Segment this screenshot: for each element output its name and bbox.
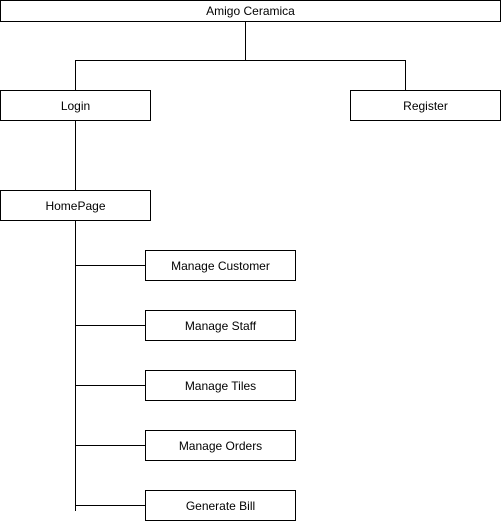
- node-manage-orders[interactable]: Manage Orders: [145, 430, 296, 461]
- connector-login-to-home: [75, 120, 76, 191]
- node-generate-bill[interactable]: Generate Bill: [145, 490, 296, 521]
- node-login[interactable]: Login: [0, 90, 151, 121]
- node-label: Manage Tiles: [184, 378, 257, 393]
- node-label: HomePage: [45, 198, 106, 213]
- node-register[interactable]: Register: [350, 90, 501, 121]
- connector-to-child-4: [75, 445, 146, 446]
- connector-root-branch: [75, 60, 406, 61]
- node-label: Manage Customer: [171, 258, 270, 273]
- node-manage-customer[interactable]: Manage Customer: [145, 250, 296, 281]
- connector-to-child-3: [75, 385, 146, 386]
- node-label: Amigo Ceramica: [206, 4, 295, 18]
- connector-root-down: [245, 21, 246, 61]
- node-manage-tiles[interactable]: Manage Tiles: [145, 370, 296, 401]
- node-label: Manage Staff: [184, 318, 257, 333]
- node-homepage[interactable]: HomePage: [0, 190, 151, 221]
- node-label: Login: [60, 98, 91, 113]
- connector-home-trunk: [75, 220, 76, 511]
- connector-to-child-2: [75, 325, 146, 326]
- connector-to-child-5: [75, 505, 146, 506]
- node-label: Manage Orders: [178, 438, 263, 453]
- node-manage-staff[interactable]: Manage Staff: [145, 310, 296, 341]
- connector-to-register: [405, 60, 406, 91]
- node-amigo-ceramica[interactable]: Amigo Ceramica: [0, 0, 501, 22]
- connector-to-login: [75, 60, 76, 91]
- node-label: Register: [403, 98, 448, 113]
- connector-to-child-1: [75, 265, 146, 266]
- node-label: Generate Bill: [185, 498, 256, 513]
